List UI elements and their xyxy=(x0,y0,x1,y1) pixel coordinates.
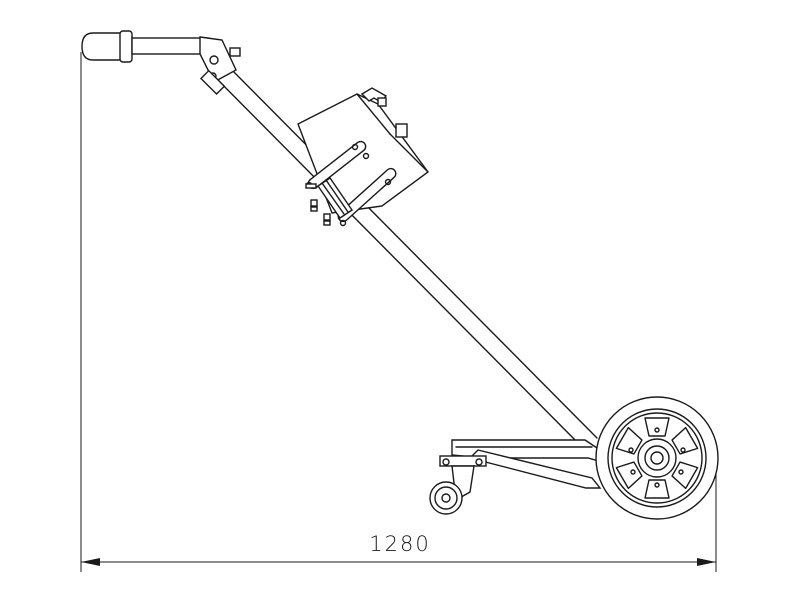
base-frame xyxy=(451,439,604,489)
main-wheel xyxy=(595,396,719,520)
hand-grip xyxy=(81,30,241,96)
clamp-head xyxy=(297,87,429,227)
caster-wheel xyxy=(429,455,487,515)
dimension-label: 1280 xyxy=(369,532,431,556)
arrowhead-right-icon xyxy=(697,558,716,566)
arrowhead-left-icon xyxy=(81,558,100,566)
handle-tube xyxy=(207,59,598,449)
dimension-annotation xyxy=(80,52,717,572)
